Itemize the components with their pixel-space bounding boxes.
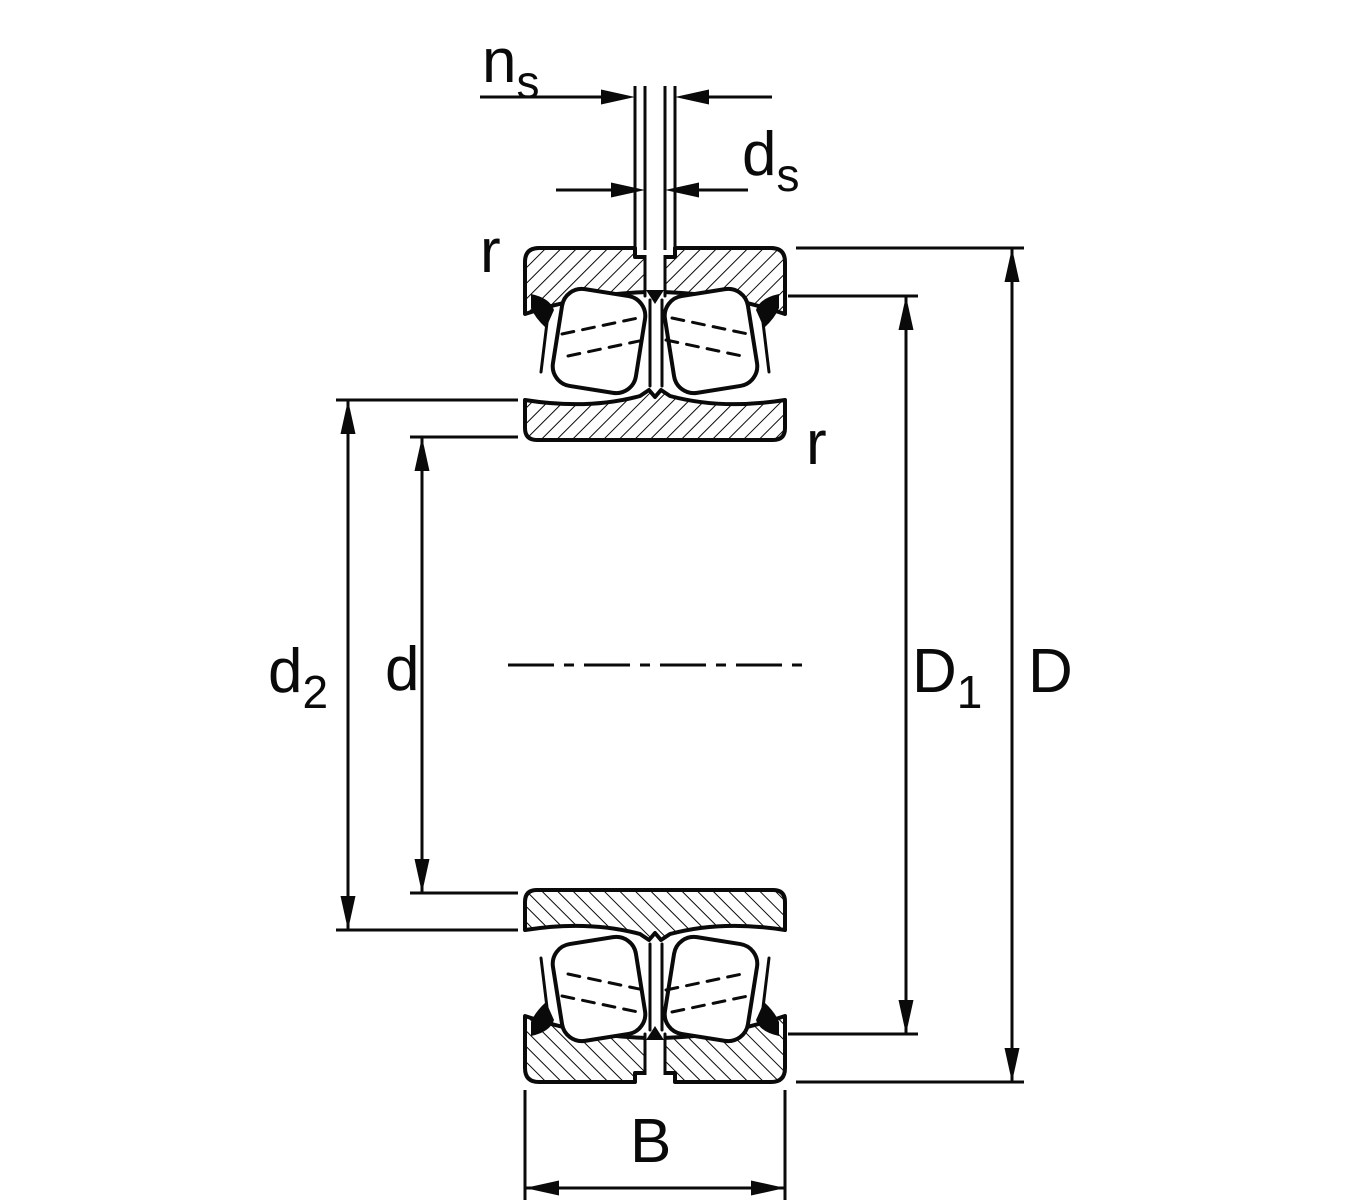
dimension-D xyxy=(796,246,1024,1084)
label-r-outer: r xyxy=(480,217,501,286)
lubrication-hole xyxy=(646,250,664,295)
label-D: D xyxy=(1028,637,1073,706)
cage-hook-right xyxy=(756,294,779,328)
label-r-inner: r xyxy=(806,409,827,478)
label-B: B xyxy=(630,1107,671,1176)
label-D1: D1 xyxy=(912,637,982,718)
roller-right xyxy=(662,286,760,396)
label-ds: ds xyxy=(742,120,799,201)
roller-sphere-dashed-lines xyxy=(560,316,750,358)
dimension-ds xyxy=(556,86,748,250)
label-ns: ns xyxy=(482,27,539,108)
dimension-d xyxy=(410,435,518,895)
dimension-D1 xyxy=(788,294,918,1036)
dimension-d2 xyxy=(336,398,518,932)
inner-ring-section xyxy=(523,388,787,442)
label-d2: d2 xyxy=(268,637,328,718)
cage-hook-left xyxy=(531,294,554,328)
dimension-lines xyxy=(336,86,1024,1200)
lubrication-hole-exit xyxy=(646,290,664,304)
label-d: d xyxy=(385,635,419,704)
roller-left xyxy=(550,286,648,396)
dimension-B xyxy=(523,1090,787,1200)
bearing-top-half xyxy=(523,246,787,442)
dimension-ns xyxy=(480,86,772,247)
